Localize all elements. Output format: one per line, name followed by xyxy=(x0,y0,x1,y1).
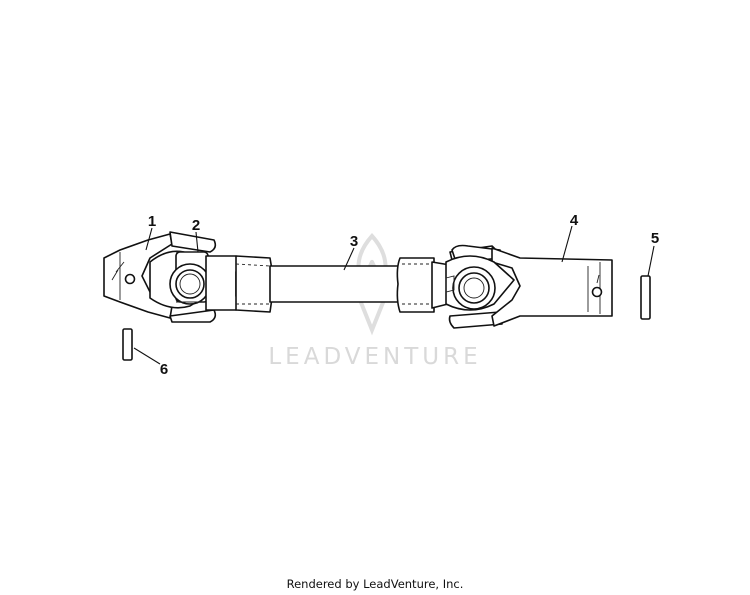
callout-5: 5 xyxy=(651,230,659,247)
callout-2: 2 xyxy=(192,217,200,234)
part-left-pin xyxy=(122,328,133,361)
callout-1: 1 xyxy=(148,213,156,230)
leadventure-watermark: LEADVENTURE xyxy=(268,233,481,370)
render-credit-footer: Rendered by LeadVenture, Inc. xyxy=(286,577,464,591)
callout-3: 3 xyxy=(350,233,358,250)
callout-6: 6 xyxy=(160,361,168,378)
part-driveshaft-tube xyxy=(205,255,457,313)
leader-lines xyxy=(133,225,655,365)
part-right-pin xyxy=(640,275,651,320)
callout-4: 4 xyxy=(570,212,579,229)
part-cross-bearing-left xyxy=(149,250,223,309)
watermark-text: LEADVENTURE xyxy=(268,344,481,370)
part-right-yoke xyxy=(445,244,613,329)
